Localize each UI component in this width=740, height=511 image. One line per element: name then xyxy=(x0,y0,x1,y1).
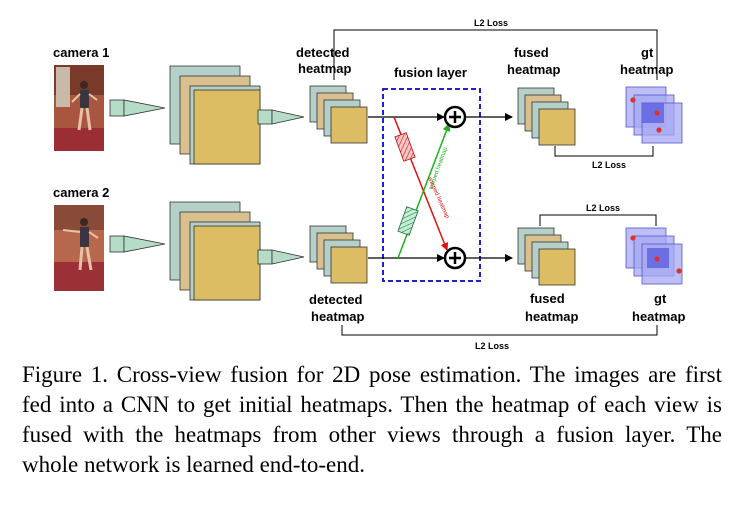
fused-heatmap-bottom-label-2: heatmap xyxy=(525,309,579,324)
camera-1-image xyxy=(54,65,104,151)
detected-heatmap-stack-2 xyxy=(309,225,368,284)
cnn-output-arrow-2 xyxy=(257,249,305,265)
camera-2-image xyxy=(54,205,104,291)
cross-view-fusion-diagram: L2 Loss camera 1 camera 2 xyxy=(53,18,686,351)
gt-heatmap-stack-2 xyxy=(625,227,683,285)
loss-label-upper-bottom: L2 Loss xyxy=(586,203,620,213)
gt-heatmap-stack-1 xyxy=(625,86,683,144)
detected-heatmap-bottom-label-2: heatmap xyxy=(311,309,365,324)
fused-heatmap-bottom-label-1: fused xyxy=(530,291,565,306)
fused-heatmap-stack-2 xyxy=(517,227,576,286)
camera-2-label: camera 2 xyxy=(53,185,109,200)
warp-weight-green xyxy=(397,206,419,236)
loss-label-middle: L2 Loss xyxy=(592,160,626,170)
fused-heatmap-top-label-2: heatmap xyxy=(507,62,561,77)
fusion-sum-node-1 xyxy=(443,105,467,129)
detected-heatmap-top-label-2: heatmap xyxy=(298,61,352,76)
warp-green-arrow xyxy=(397,123,451,259)
gt-heatmap-top-label-1: gt xyxy=(641,45,654,60)
gt-heatmap-bottom-label-1: gt xyxy=(654,291,667,306)
gt-heatmap-top-label-2: heatmap xyxy=(620,62,674,77)
detected-heatmap-bottom-label-1: detected xyxy=(309,292,363,307)
cnn-input-arrow-2 xyxy=(109,235,166,253)
loss-bracket-middle xyxy=(554,146,654,157)
loss-bracket-bottom xyxy=(341,325,658,336)
cnn-stack-1 xyxy=(169,65,261,165)
loss-label-bottom: L2 Loss xyxy=(475,341,509,351)
loss-label-top: L2 Loss xyxy=(474,18,508,28)
gt-heatmap-bottom-label-2: heatmap xyxy=(632,309,686,324)
fused-heatmap-top-label-1: fused xyxy=(514,45,549,60)
loss-bracket-top xyxy=(333,29,658,80)
fusion-sum-node-2 xyxy=(443,246,467,270)
detected-heatmap-stack-1 xyxy=(309,85,368,144)
camera-1-label: camera 1 xyxy=(53,45,109,60)
detected-heatmap-top-label-1: detected xyxy=(296,45,350,60)
warp-weight-red xyxy=(394,132,416,162)
loss-bracket-upper-bottom xyxy=(539,214,657,226)
fusion-layer-box xyxy=(382,88,481,282)
cnn-stack-2 xyxy=(169,201,261,301)
figure-caption: Figure 1. Cross-view fusion for 2D pose … xyxy=(22,362,722,477)
cnn-input-arrow-1 xyxy=(109,99,166,117)
cnn-output-arrow-1 xyxy=(257,109,305,125)
fused-heatmap-stack-1 xyxy=(517,87,576,146)
fusion-layer-label: fusion layer xyxy=(394,65,467,80)
warped-heatmap-red-label: warped heatmap xyxy=(426,175,450,220)
